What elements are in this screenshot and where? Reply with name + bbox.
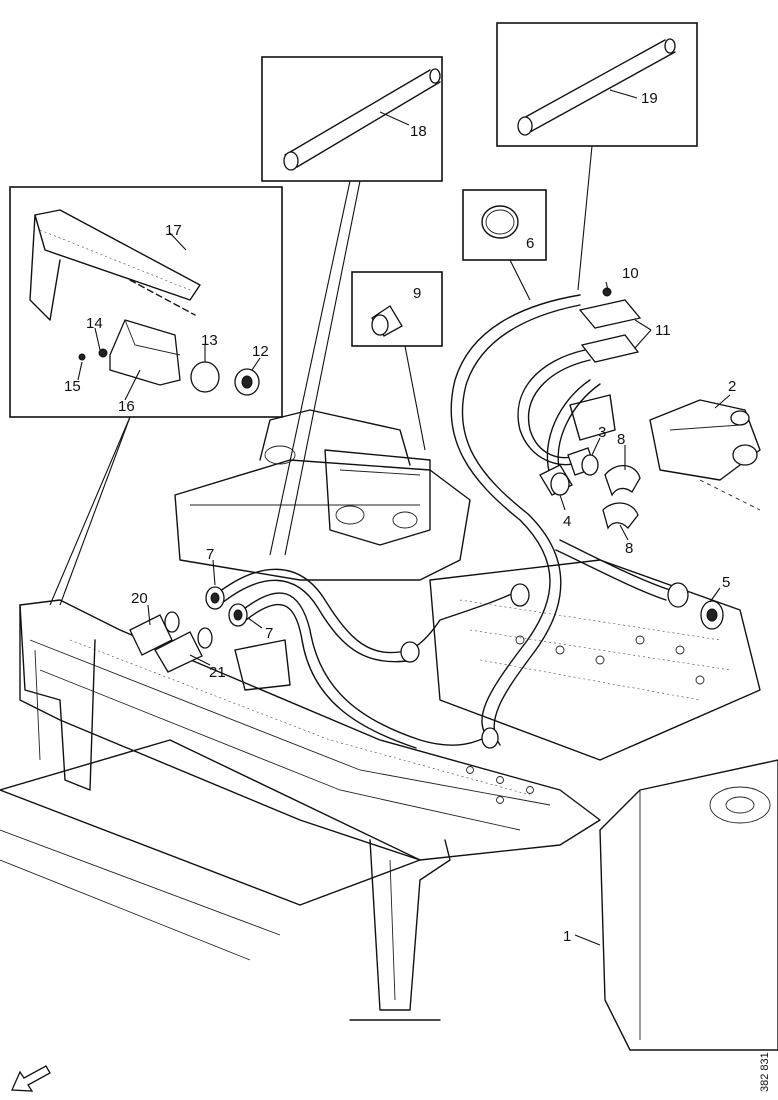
callout-2: 2 [728,378,736,395]
callout-8-lower: 8 [625,540,633,557]
callout-20: 20 [131,590,148,607]
callout-7-lower: 7 [265,625,273,642]
callout-12: 12 [252,343,269,360]
callout-19: 19 [641,90,658,107]
callout-17: 17 [165,222,182,239]
detail-box-hose-19 [496,22,698,147]
callout-7-upper: 7 [206,546,214,563]
callout-4: 4 [563,513,571,530]
front-direction-arrow-icon [11,1065,51,1092]
detail-box-fitting-9 [351,271,443,347]
callout-13: 13 [201,332,218,349]
document-id: 382 831 [759,1052,771,1092]
callout-9: 9 [413,285,421,302]
hose-fittings [129,287,724,749]
chassis-frame [0,394,778,1051]
callout-21: 21 [209,664,226,681]
callout-8-upper: 8 [617,431,625,448]
callout-14: 14 [86,315,103,332]
leader-lines [49,89,731,946]
callout-10: 10 [622,265,639,282]
callout-5: 5 [722,574,730,591]
detail-box-bracket [9,186,283,418]
detail-box-clamp-6 [462,189,547,261]
callout-6: 6 [526,235,534,252]
callout-11: 11 [655,322,671,339]
callout-18: 18 [410,123,427,140]
callout-labels: 1 2 3 4 5 6 7 7 8 8 9 10 11 12 13 14 15 … [64,90,736,945]
callout-15: 15 [64,378,81,395]
hose-lines [214,294,671,749]
detail-box-hose-18 [261,56,443,182]
callout-16: 16 [118,398,135,415]
callout-1: 1 [563,928,571,945]
callout-3: 3 [598,424,606,441]
